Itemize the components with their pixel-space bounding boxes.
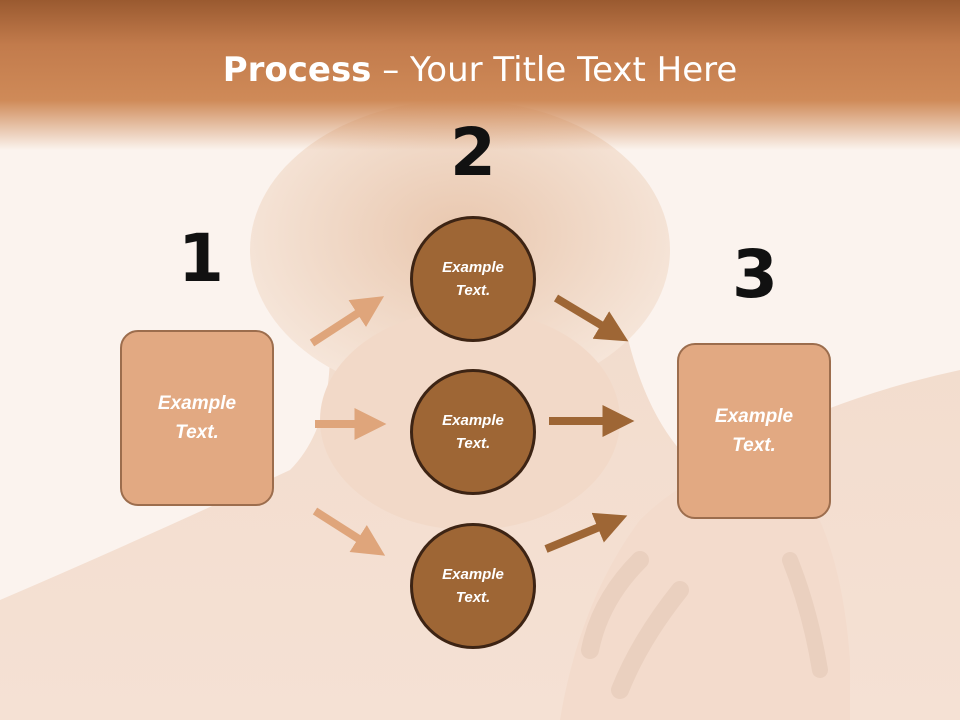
step-3-box[interactable]: Example Text. [677, 343, 831, 519]
step-number-3: 3 [732, 236, 778, 313]
circle-top-label: Example Text. [442, 259, 504, 299]
step-1-box[interactable]: Example Text. [120, 330, 274, 506]
step-number-2: 2 [450, 114, 496, 191]
arrow-2-to-3-bottom [544, 512, 628, 553]
arrow-2-to-3-top [553, 294, 629, 342]
step-number-1: 1 [178, 220, 224, 297]
circle-middle-label: Example Text. [442, 412, 504, 452]
title-bold: Process [222, 50, 372, 90]
step-2-circle-middle[interactable]: Example Text. [410, 369, 536, 495]
arrow-1-to-2-top [309, 296, 385, 347]
circle-bottom-label: Example Text. [442, 566, 504, 606]
step-2-circle-top[interactable]: Example Text. [410, 216, 536, 342]
title-bar [0, 0, 960, 150]
step-3-label: Example Text. [714, 406, 794, 456]
step-1-label: Example Text. [157, 393, 237, 443]
page-title: Process – Your Title Text Here [0, 50, 960, 90]
step-2-circle-bottom[interactable]: Example Text. [410, 523, 536, 649]
arrow-1-to-2-bottom [312, 507, 386, 556]
title-rest: – Your Title Text Here [371, 50, 738, 90]
